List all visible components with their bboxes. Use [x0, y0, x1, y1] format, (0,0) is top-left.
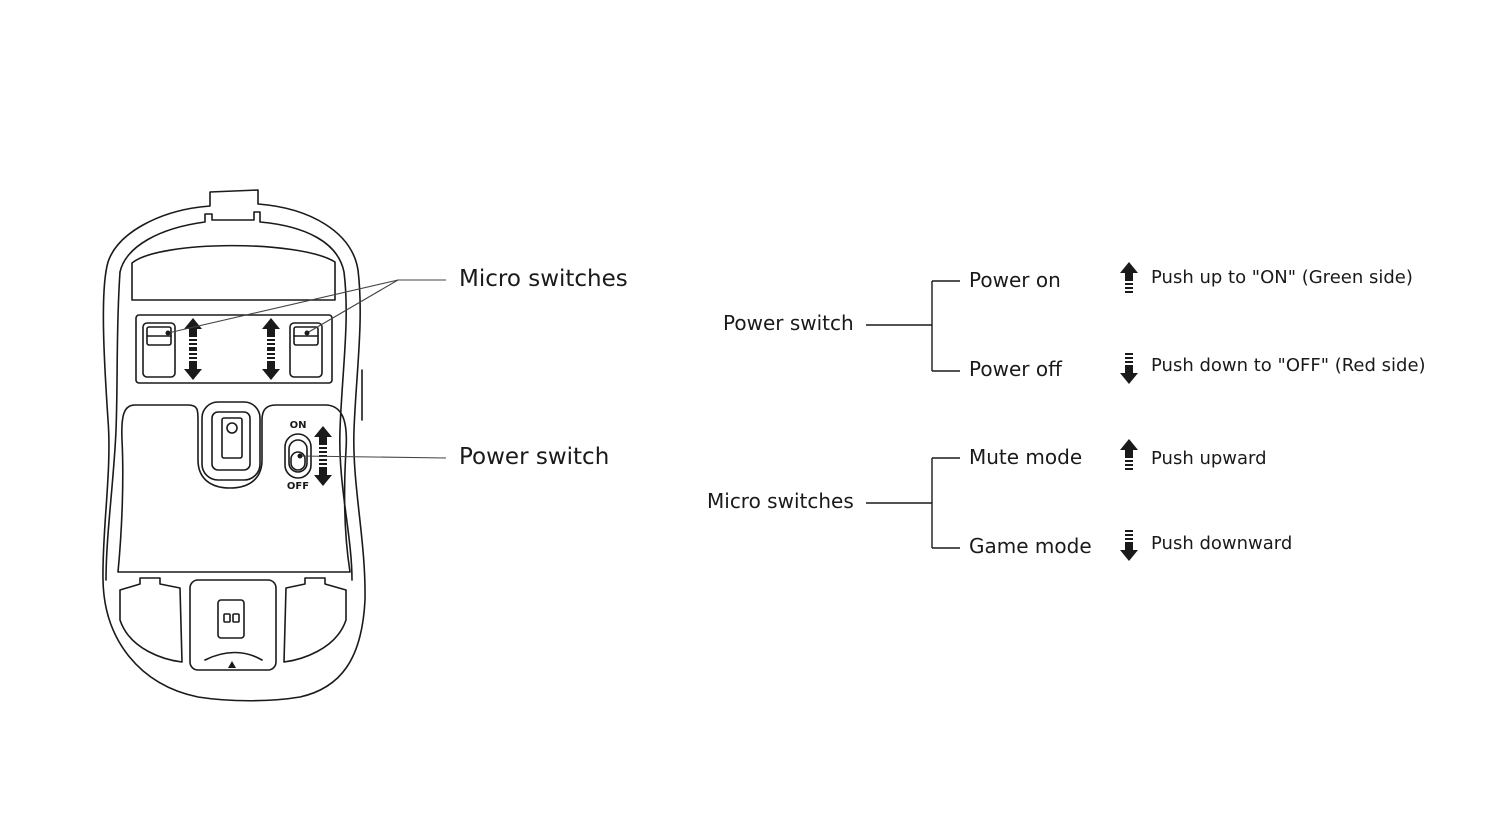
legend-game-desc: Push downward: [1151, 533, 1293, 554]
legend-mute-desc: Push upward: [1151, 448, 1267, 469]
power-switch-callout: Power switch: [459, 444, 610, 470]
legend-micro-switches: Micro switches: [707, 489, 854, 513]
arrow-up-icon: [1120, 262, 1138, 293]
legend-game-mode: Game mode: [969, 534, 1092, 558]
micro-switches-callout: Micro switches: [459, 266, 628, 292]
arrow-up-icon: [1120, 439, 1138, 470]
legend-mute-mode: Mute mode: [969, 445, 1083, 469]
mouse-outline: [102, 189, 366, 702]
legend-power-on-desc: Push up to "ON" (Green side): [1151, 267, 1413, 288]
power-off-mark: OFF: [287, 481, 309, 492]
arrow-down-icon: [1120, 530, 1138, 561]
legend-power-off: Power off: [969, 357, 1062, 381]
legend-power-off-desc: Push down to "OFF" (Red side): [1151, 355, 1426, 376]
legend-power-switch: Power switch: [723, 311, 854, 335]
power-on-mark: ON: [290, 420, 307, 431]
legend-power-on: Power on: [969, 268, 1061, 292]
arrow-down-icon: [1120, 353, 1138, 384]
